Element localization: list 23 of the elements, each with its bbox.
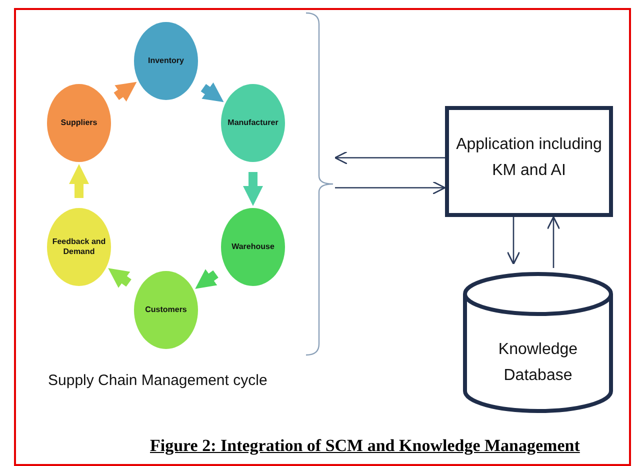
- arrow: [546, 216, 560, 268]
- caption: Supply Chain Management cycle: [48, 372, 268, 389]
- arrow: [335, 181, 446, 194]
- arrow: [108, 268, 132, 288]
- node-label: Manufacturer: [226, 118, 280, 128]
- arrow: [200, 82, 224, 102]
- node-label: Warehouse: [230, 242, 276, 252]
- database-cylinder: [463, 272, 613, 413]
- node-label: Application including KM and AI: [455, 135, 603, 181]
- arrow: [334, 151, 445, 164]
- curly-brace: [305, 12, 335, 356]
- node-label: Inventory: [146, 56, 185, 66]
- node-label: Suppliers: [60, 118, 98, 128]
- arrow: [195, 269, 218, 289]
- arrow: [506, 217, 520, 265]
- arrow: [69, 164, 89, 198]
- node-label: Knowledge Database: [497, 340, 579, 386]
- node-label: Feedback and Demand: [51, 236, 107, 258]
- figure-title: Figure 2: Integration of SCM and Knowledge Management: [150, 436, 580, 456]
- arrow: [114, 82, 137, 102]
- process-box: [445, 106, 613, 217]
- arrow: [243, 172, 263, 206]
- node-label: Customers: [144, 304, 188, 316]
